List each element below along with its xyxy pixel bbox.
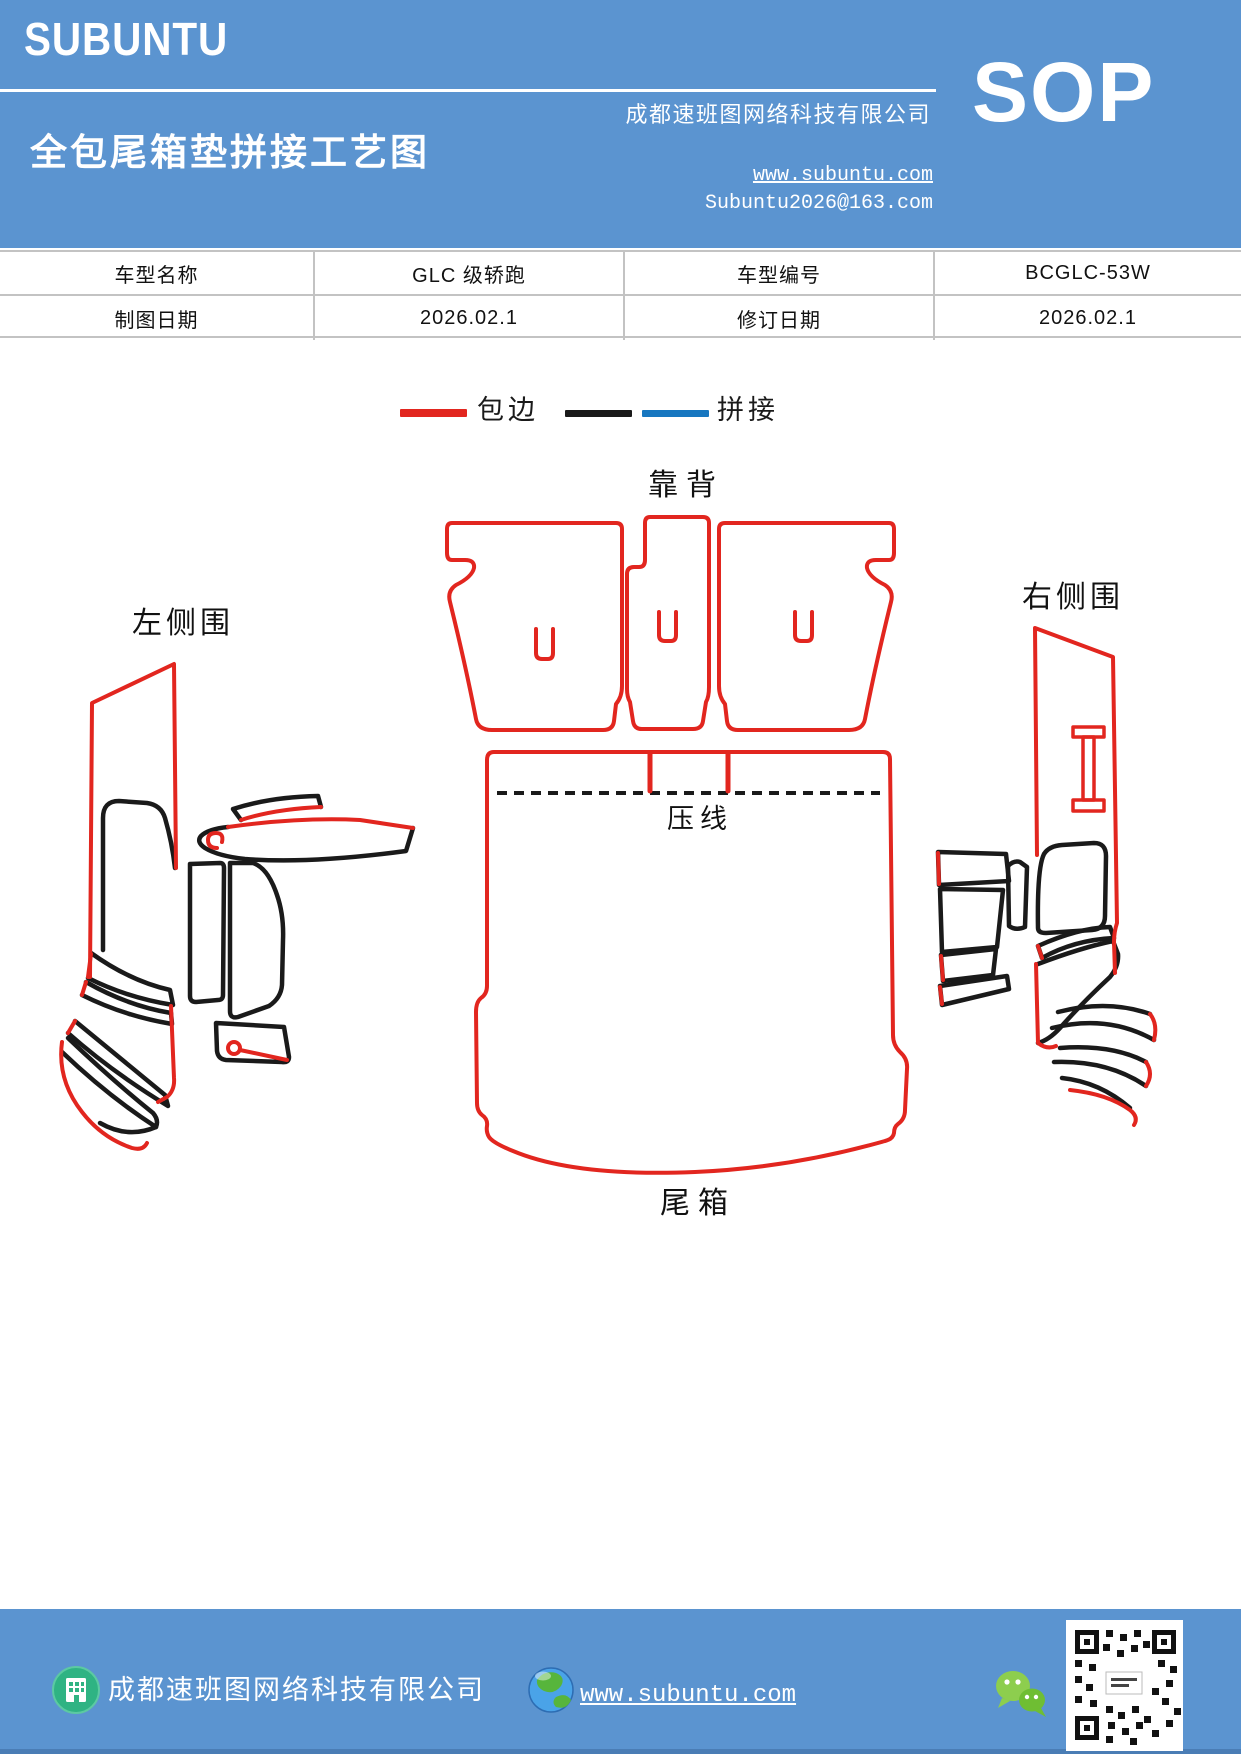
left-diagonal-cap xyxy=(66,1019,77,1035)
left-diagonal-strip-2 xyxy=(59,1035,160,1130)
left-strip-red-edge xyxy=(239,805,323,822)
right-strip-red-edge xyxy=(938,985,944,1006)
right-ibeam-bottom xyxy=(1071,798,1106,813)
company-logo: SUBUNTU xyxy=(24,13,229,65)
footer-edge-strip xyxy=(0,1749,1241,1754)
right-blade2-red-cap xyxy=(1144,1060,1152,1088)
left-bottom-red-curve xyxy=(59,1040,149,1151)
left-band-1 xyxy=(85,950,176,1008)
page-title: 全包尾箱垫拼接工艺图 xyxy=(30,132,430,173)
table-cell-model-label: 车型名称 xyxy=(0,252,315,296)
right-side-label: 右侧围 xyxy=(1022,581,1124,614)
right-blade-3 xyxy=(1059,1075,1133,1111)
vehicle-info-table: 车型名称 GLC 级轿跑 车型编号 BCGLC-53W 制图日期 2026.02… xyxy=(0,250,1241,340)
left-side-label: 左侧围 xyxy=(132,607,234,640)
globe-icon xyxy=(528,1667,574,1713)
legend-splice-blue-swatch xyxy=(642,410,709,417)
wechat-icon xyxy=(996,1671,1046,1717)
press-line-label: 压线 xyxy=(667,804,733,834)
header-email: Subuntu2026@163.com xyxy=(704,192,933,215)
right-blade-2a xyxy=(1057,1045,1149,1065)
backrest-left-slot xyxy=(534,627,555,661)
trunk-label: 尾箱 xyxy=(660,1187,736,1220)
left-blade-hook xyxy=(206,831,225,850)
right-diag-red-cap xyxy=(1036,944,1044,960)
legend-edge-label: 包边 xyxy=(477,395,539,425)
backrest-middle-slot xyxy=(657,610,678,643)
left-side-panel xyxy=(88,662,178,979)
left-quad-grommet xyxy=(226,1040,242,1056)
footer-website-link[interactable]: www.subuntu.com xyxy=(580,1682,797,1709)
right-blade-1a xyxy=(1055,1003,1153,1017)
right-quad-1 xyxy=(935,849,1012,888)
table-cell-drawdate-value: 2026.02.1 xyxy=(315,296,625,340)
qr-code xyxy=(1066,1620,1183,1751)
left-wheel-arch xyxy=(100,798,178,953)
header-band xyxy=(0,0,1241,248)
right-ibeam-stem xyxy=(1081,735,1096,802)
left-band-cap-2 xyxy=(80,980,88,997)
right-blade-2b xyxy=(1051,1059,1149,1089)
legend-edge-swatch xyxy=(400,409,467,417)
right-blade-1b xyxy=(1049,1020,1157,1043)
backrest-right-piece xyxy=(717,521,896,732)
right-quad1-red-edge xyxy=(936,851,941,886)
right-blade1-red-cap xyxy=(1148,1012,1158,1042)
table-cell-model-value: GLC 级轿跑 xyxy=(315,252,625,296)
right-wing-red-edge xyxy=(1034,962,1058,1050)
left-bottom-inner-curve xyxy=(97,1120,159,1135)
left-lower-red-edge xyxy=(156,1004,177,1104)
right-quad3-red-edge xyxy=(939,954,945,982)
table-cell-revdate-value: 2026.02.1 xyxy=(1039,306,1137,329)
header-website-link[interactable]: www.subuntu.com xyxy=(752,164,933,187)
table-cell-drawdate-label: 制图日期 xyxy=(0,296,315,340)
table-cell-code-value: BCGLC-53W xyxy=(935,252,1241,296)
header-divider xyxy=(0,89,936,92)
right-blade3-red-curve xyxy=(1068,1088,1138,1127)
right-ibeam-top xyxy=(1071,725,1106,739)
right-wedge xyxy=(1005,859,1030,931)
footer-company-name: 成都速班图网络科技有限公司 xyxy=(108,1675,485,1705)
right-side-panel xyxy=(1033,626,1119,975)
backrest-left-piece xyxy=(445,521,624,732)
header-company-name: 成都速班图网络科技有限公司 xyxy=(625,102,931,127)
right-quad-3 xyxy=(938,946,999,984)
backrest-right-slot xyxy=(793,610,814,643)
backrest-label: 靠背 xyxy=(648,469,724,502)
legend-splice-label: 拼接 xyxy=(717,395,779,425)
left-pillar-piece-1 xyxy=(187,860,227,1005)
legend-splice-black-swatch xyxy=(565,410,632,417)
sop-badge: SOP xyxy=(972,45,1156,139)
left-strip-outline xyxy=(230,793,324,823)
left-diagonal-strip-1 xyxy=(65,1018,171,1109)
left-band-cap-1 xyxy=(86,952,93,979)
right-rounded-panel xyxy=(1035,840,1109,936)
left-blade-red-edge xyxy=(226,817,415,830)
left-bottom-quad xyxy=(213,1020,292,1065)
right-quad-2 xyxy=(937,886,1006,955)
left-pillar-piece-2 xyxy=(227,860,286,1020)
table-cell-code-label: 车型编号 xyxy=(625,252,935,296)
trunk-outline xyxy=(474,750,910,1175)
right-wing-piece xyxy=(1035,938,1121,1046)
left-blade-outline xyxy=(196,824,416,863)
left-quad-red-line xyxy=(238,1048,289,1062)
splice-outlines xyxy=(59,791,1157,1135)
footer-band xyxy=(0,1609,1241,1754)
building-icon xyxy=(52,1666,100,1714)
edge-outlines xyxy=(59,515,1158,1175)
backrest-middle-piece xyxy=(625,515,711,731)
table-cell-revdate-label: 修订日期 xyxy=(625,296,935,340)
